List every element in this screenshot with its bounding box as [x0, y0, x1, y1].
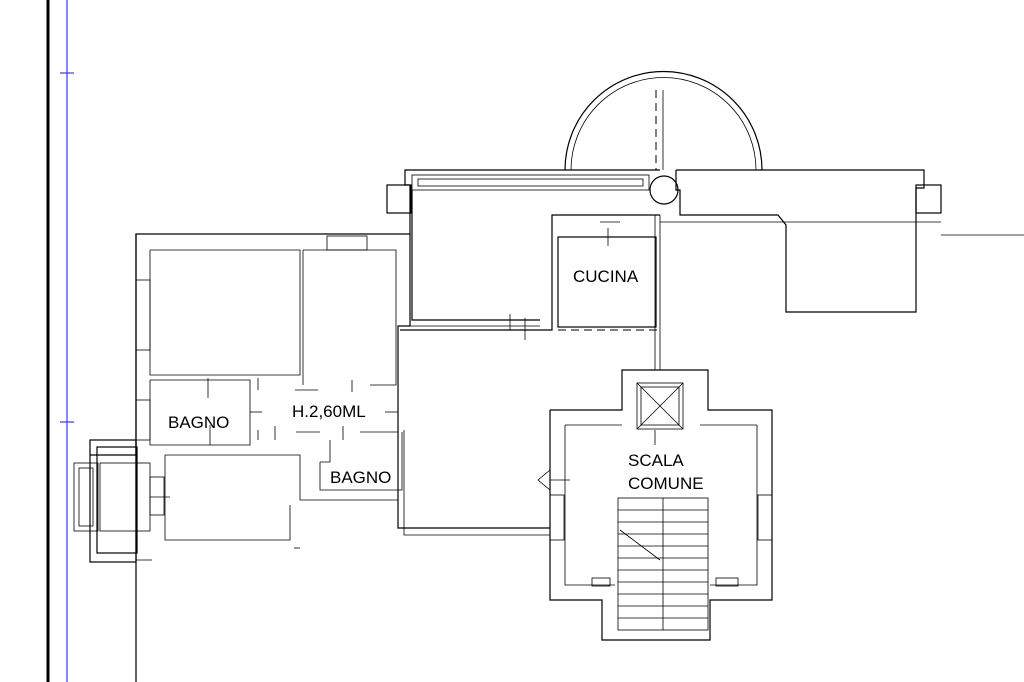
room-label-cucina: CUCINA: [573, 267, 639, 286]
room-label-bagno-2: BAGNO: [330, 468, 391, 487]
stair-label-line2: COMUNE: [628, 474, 704, 493]
stair-block: [537, 369, 773, 641]
stair-label-line1: SCALA: [628, 451, 684, 470]
upper-block: [386, 70, 1024, 370]
ceiling-height-label: H.2,60ML: [292, 402, 366, 421]
room-label-bagno-1: BAGNO: [168, 413, 229, 432]
left-frame: [46, 0, 74, 682]
left-balcony: [73, 279, 170, 563]
door-symbols: [207, 235, 398, 445]
